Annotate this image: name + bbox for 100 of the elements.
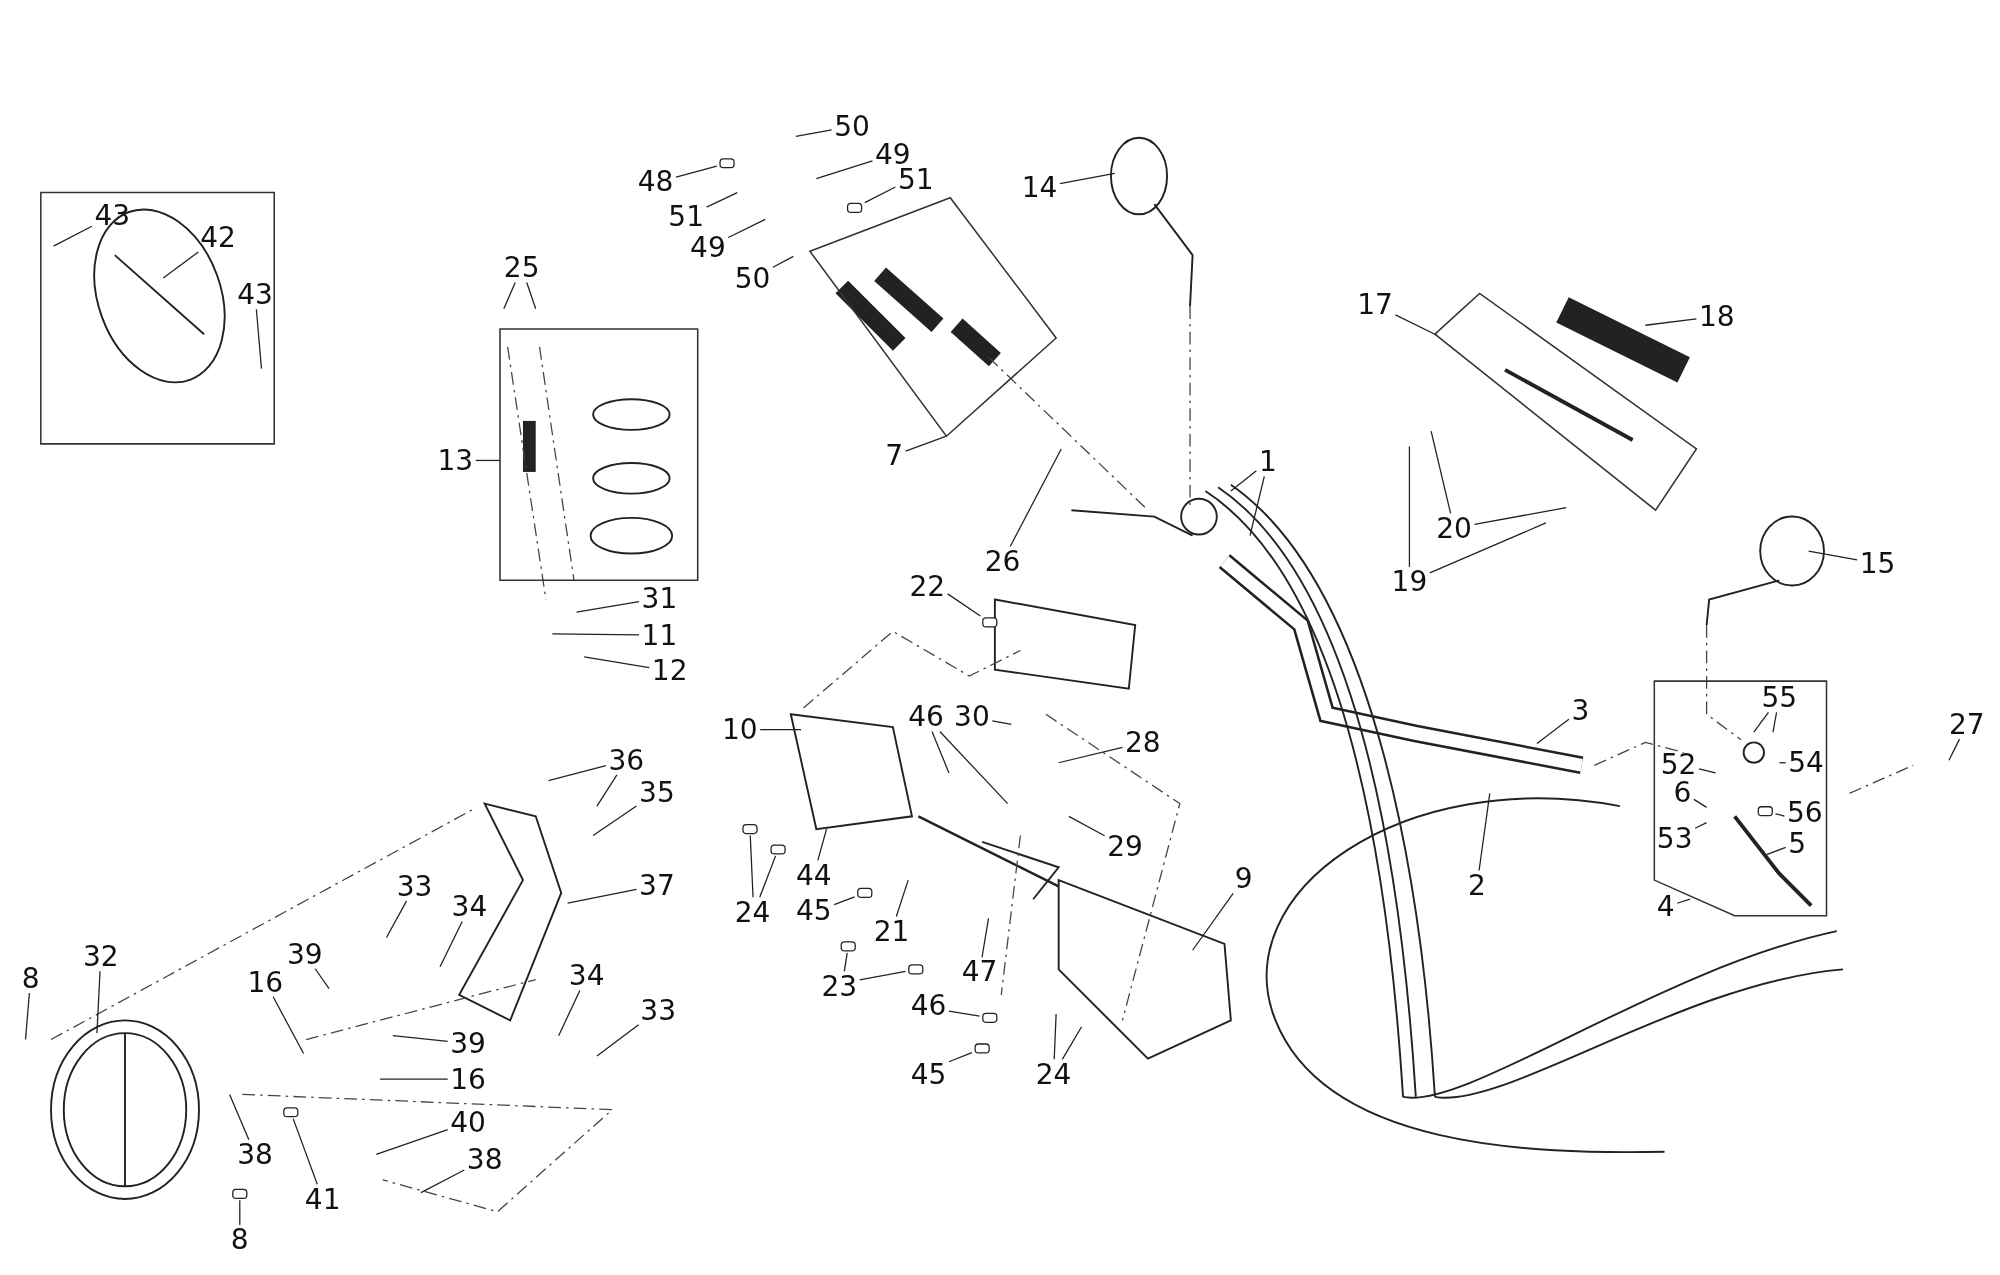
leader-line [706, 191, 738, 208]
callout-number: 27 [1948, 711, 1985, 738]
callout-number: 49 [690, 234, 726, 261]
callout-number: 52 [1660, 750, 1697, 778]
leader-line [547, 764, 607, 782]
fastener-icon [974, 1043, 990, 1054]
callout-number: 16 [247, 968, 284, 996]
callout-number: 33 [640, 996, 676, 1024]
callout-number: 40 [450, 1109, 486, 1136]
leader-line [566, 888, 638, 904]
callout-number: 54 [1788, 749, 1824, 777]
leader-line [727, 218, 766, 239]
leader-line [1778, 762, 1787, 764]
leader-line [1430, 430, 1452, 515]
leader-line [575, 601, 640, 613]
callout-number: 42 [200, 223, 236, 251]
leader-line [526, 281, 537, 310]
callout-number: 1 [1258, 448, 1277, 476]
leader-line [1698, 768, 1717, 774]
callout-number: 41 [304, 1185, 341, 1213]
leader-line [1061, 1026, 1083, 1060]
callout-number: 21 [873, 917, 910, 945]
leader-line [551, 633, 640, 636]
leader-line [1693, 798, 1708, 809]
callout-number: 32 [82, 943, 119, 970]
leader-line [162, 251, 200, 279]
leader-line [815, 160, 874, 180]
callout-number: 12 [651, 657, 688, 685]
leader-line [1765, 846, 1787, 856]
leader-line [228, 1093, 250, 1141]
leader-line [1676, 898, 1691, 904]
leader-line [1009, 448, 1062, 548]
leader-line [503, 281, 516, 310]
callout-number: 7 [885, 441, 904, 469]
leader-line [1473, 507, 1567, 525]
leader-line [1249, 475, 1265, 537]
leader-line [795, 129, 833, 138]
callout-number: 23 [821, 972, 858, 1000]
leader-line [759, 855, 777, 898]
callout-number: 4 [1656, 893, 1675, 921]
leader-line [1053, 1013, 1057, 1060]
callout-number: 45 [795, 897, 832, 925]
callout-number: 20 [1436, 514, 1472, 542]
callout-number: 56 [1787, 799, 1823, 826]
leader-line [843, 952, 848, 972]
leader-line [1230, 470, 1257, 492]
leader-line [314, 968, 330, 990]
callout-number: 16 [450, 1065, 486, 1093]
callout-number: 49 [875, 140, 911, 168]
leader-line [420, 1169, 465, 1194]
callout-number: 19 [1391, 568, 1428, 595]
callout-number: 50 [834, 112, 870, 140]
leader-line [379, 1078, 449, 1080]
leader-line [272, 996, 305, 1055]
callout-number: 55 [1761, 684, 1798, 712]
fastener-icon [283, 1107, 299, 1118]
callout-number: 38 [466, 1146, 503, 1173]
leader-line [439, 920, 463, 968]
fastener-icon [846, 202, 863, 213]
leader-line [392, 1035, 449, 1042]
leader-line [292, 1117, 318, 1185]
leader-line [96, 970, 101, 1034]
callout-number: 14 [1021, 174, 1058, 201]
leader-line [1774, 813, 1786, 817]
callout-number: 51 [668, 203, 705, 231]
fastener-icon [770, 844, 786, 855]
callout-number: 28 [1125, 728, 1161, 756]
callout-number: 35 [639, 778, 675, 806]
callout-number: 31 [641, 584, 678, 612]
callout-number: 34 [568, 962, 605, 990]
leader-line [1068, 815, 1106, 837]
leader-line [895, 879, 909, 918]
leader-line [1059, 172, 1116, 185]
leader-line [1058, 746, 1124, 764]
leader-line [931, 730, 950, 774]
fastener-icon [857, 887, 873, 898]
callout-number: 34 [451, 893, 488, 921]
callout-number: 51 [897, 166, 934, 194]
leader-line [1191, 892, 1234, 951]
callout-number: 26 [984, 547, 1021, 575]
callout-number: 15 [1859, 550, 1896, 578]
leader-line [1694, 822, 1708, 829]
leader-line [981, 917, 990, 958]
callout-number: 9 [1234, 865, 1253, 893]
leader-line [859, 970, 907, 981]
fastener-icon [232, 1188, 248, 1199]
leader-line [1808, 550, 1858, 561]
callout-number: 5 [1788, 829, 1807, 857]
callout-number: 6 [1673, 778, 1692, 806]
callout-number: 8 [21, 964, 40, 992]
leader-line [833, 896, 856, 906]
leader-line [1772, 711, 1778, 733]
fastener-icon [1757, 806, 1773, 817]
callout-number: 39 [450, 1029, 486, 1057]
callout-number: 24 [1035, 1060, 1072, 1088]
callout-number: 43 [237, 281, 273, 309]
callout-number: 17 [1357, 291, 1393, 319]
callout-number: 50 [734, 264, 771, 292]
callout-number: 46 [910, 991, 947, 1019]
leader-line [52, 225, 93, 247]
